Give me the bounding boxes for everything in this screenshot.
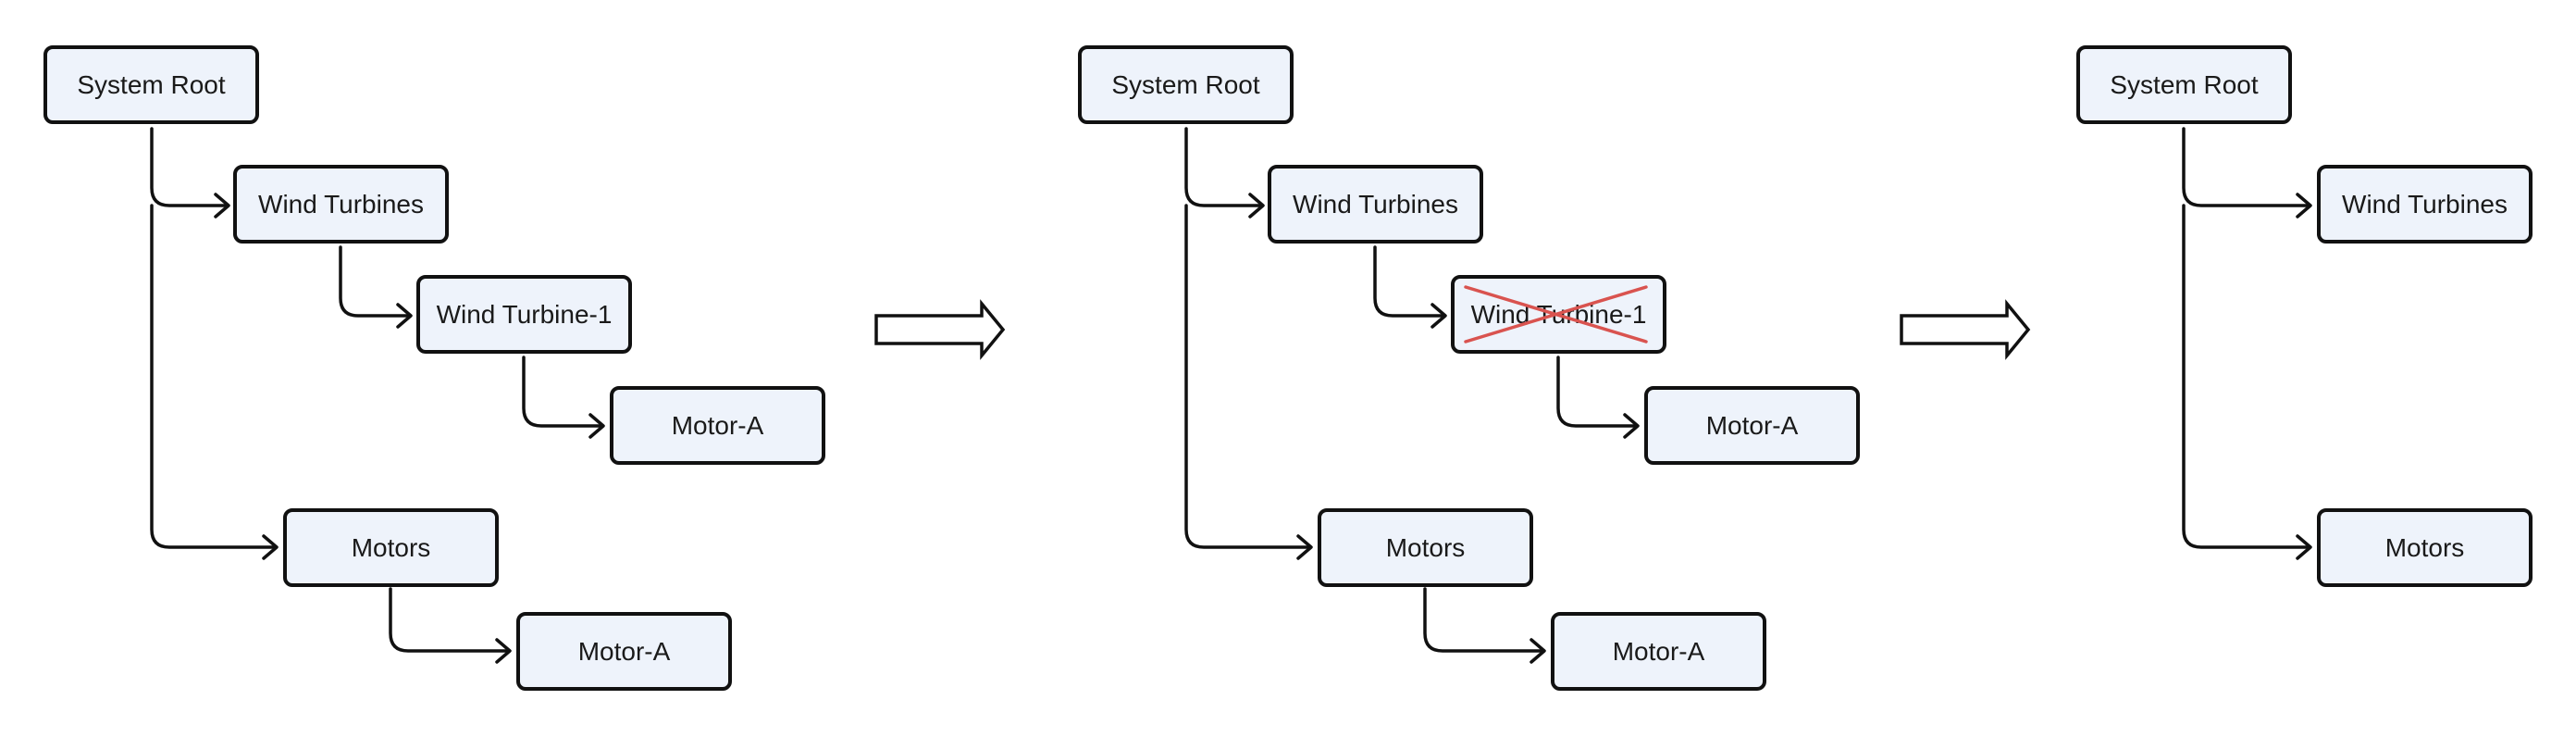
arrowhead: [1296, 534, 1313, 560]
connector-root-to-wind-turbines: [2182, 127, 2310, 207]
node-wind-turbines: Wind Turbines: [1268, 165, 1483, 244]
panel-result: System Root Wind Turbines Motors: [2076, 45, 2533, 587]
node-label: System Root: [77, 70, 225, 99]
node-label: Motor-A: [672, 411, 764, 440]
node-label: Motor-A: [1706, 411, 1799, 440]
arrowhead: [1623, 413, 1640, 439]
arrowhead: [396, 303, 413, 329]
node-system-root: System Root: [1078, 45, 1294, 124]
arrowhead: [495, 638, 512, 664]
transition-arrow: [1900, 299, 2031, 360]
node-label: Wind Turbines: [2342, 190, 2508, 219]
panel-original: System Root Wind Turbines Wind Turbine-1…: [43, 45, 825, 691]
connector-motors-to-motor-a: [1423, 587, 1544, 653]
connector-root-to-motors: [2182, 204, 2310, 549]
node-wind-turbine-1-deleted: Wind Turbine-1: [1451, 275, 1666, 354]
node-motors: Motors: [2317, 508, 2533, 587]
node-label: Motor-A: [1613, 637, 1705, 666]
node-label: Motor-A: [578, 637, 671, 666]
node-motors: Motors: [1318, 508, 1533, 587]
node-wind-turbine-1: Wind Turbine-1: [416, 275, 632, 354]
node-system-root: System Root: [43, 45, 259, 124]
node-motors: Motors: [283, 508, 499, 587]
node-label: System Root: [1111, 70, 1259, 99]
node-label: Wind Turbine-1: [437, 300, 613, 329]
connector-wind-turbines-to-turbine-1: [339, 245, 411, 318]
connector-motors-to-motor-a: [389, 587, 510, 653]
node-label: System Root: [2110, 70, 2258, 99]
arrowhead: [1430, 303, 1447, 329]
arrowhead: [262, 534, 279, 560]
connector-root-to-motors: [150, 204, 277, 549]
node-wind-turbines: Wind Turbines: [233, 165, 449, 244]
arrowhead: [214, 193, 230, 219]
connector-root-to-motors: [1184, 204, 1311, 549]
arrowhead: [1248, 193, 1265, 219]
node-system-root: System Root: [2076, 45, 2292, 124]
node-label: Wind Turbines: [1293, 190, 1458, 219]
node-motor-a: Motor-A: [610, 386, 825, 465]
node-motor-a: Motor-A: [1551, 612, 1766, 691]
delete-cross-mark: [1464, 285, 1648, 344]
connector-wind-turbines-to-turbine-1: [1373, 245, 1445, 318]
connector-turbine-1-to-motor-a: [1556, 356, 1638, 428]
node-label: Wind Turbines: [258, 190, 424, 219]
node-motor-a: Motor-A: [516, 612, 732, 691]
node-label: Motors: [2385, 533, 2465, 562]
transition-arrow: [874, 299, 1006, 360]
node-wind-turbines: Wind Turbines: [2317, 165, 2533, 244]
arrowhead: [588, 413, 605, 439]
arrowhead: [2296, 534, 2312, 560]
node-label: Motors: [352, 533, 431, 562]
arrowhead: [2296, 193, 2312, 219]
node-label: Motors: [1386, 533, 1466, 562]
panel-delete-step: System Root Wind Turbines Wind Turbine-1…: [1078, 45, 1860, 691]
arrowhead: [1530, 638, 1546, 664]
connector-root-to-wind-turbines: [150, 127, 229, 207]
connector-turbine-1-to-motor-a: [522, 356, 603, 428]
node-motor-a: Motor-A: [1644, 386, 1860, 465]
connector-root-to-wind-turbines: [1184, 127, 1263, 207]
